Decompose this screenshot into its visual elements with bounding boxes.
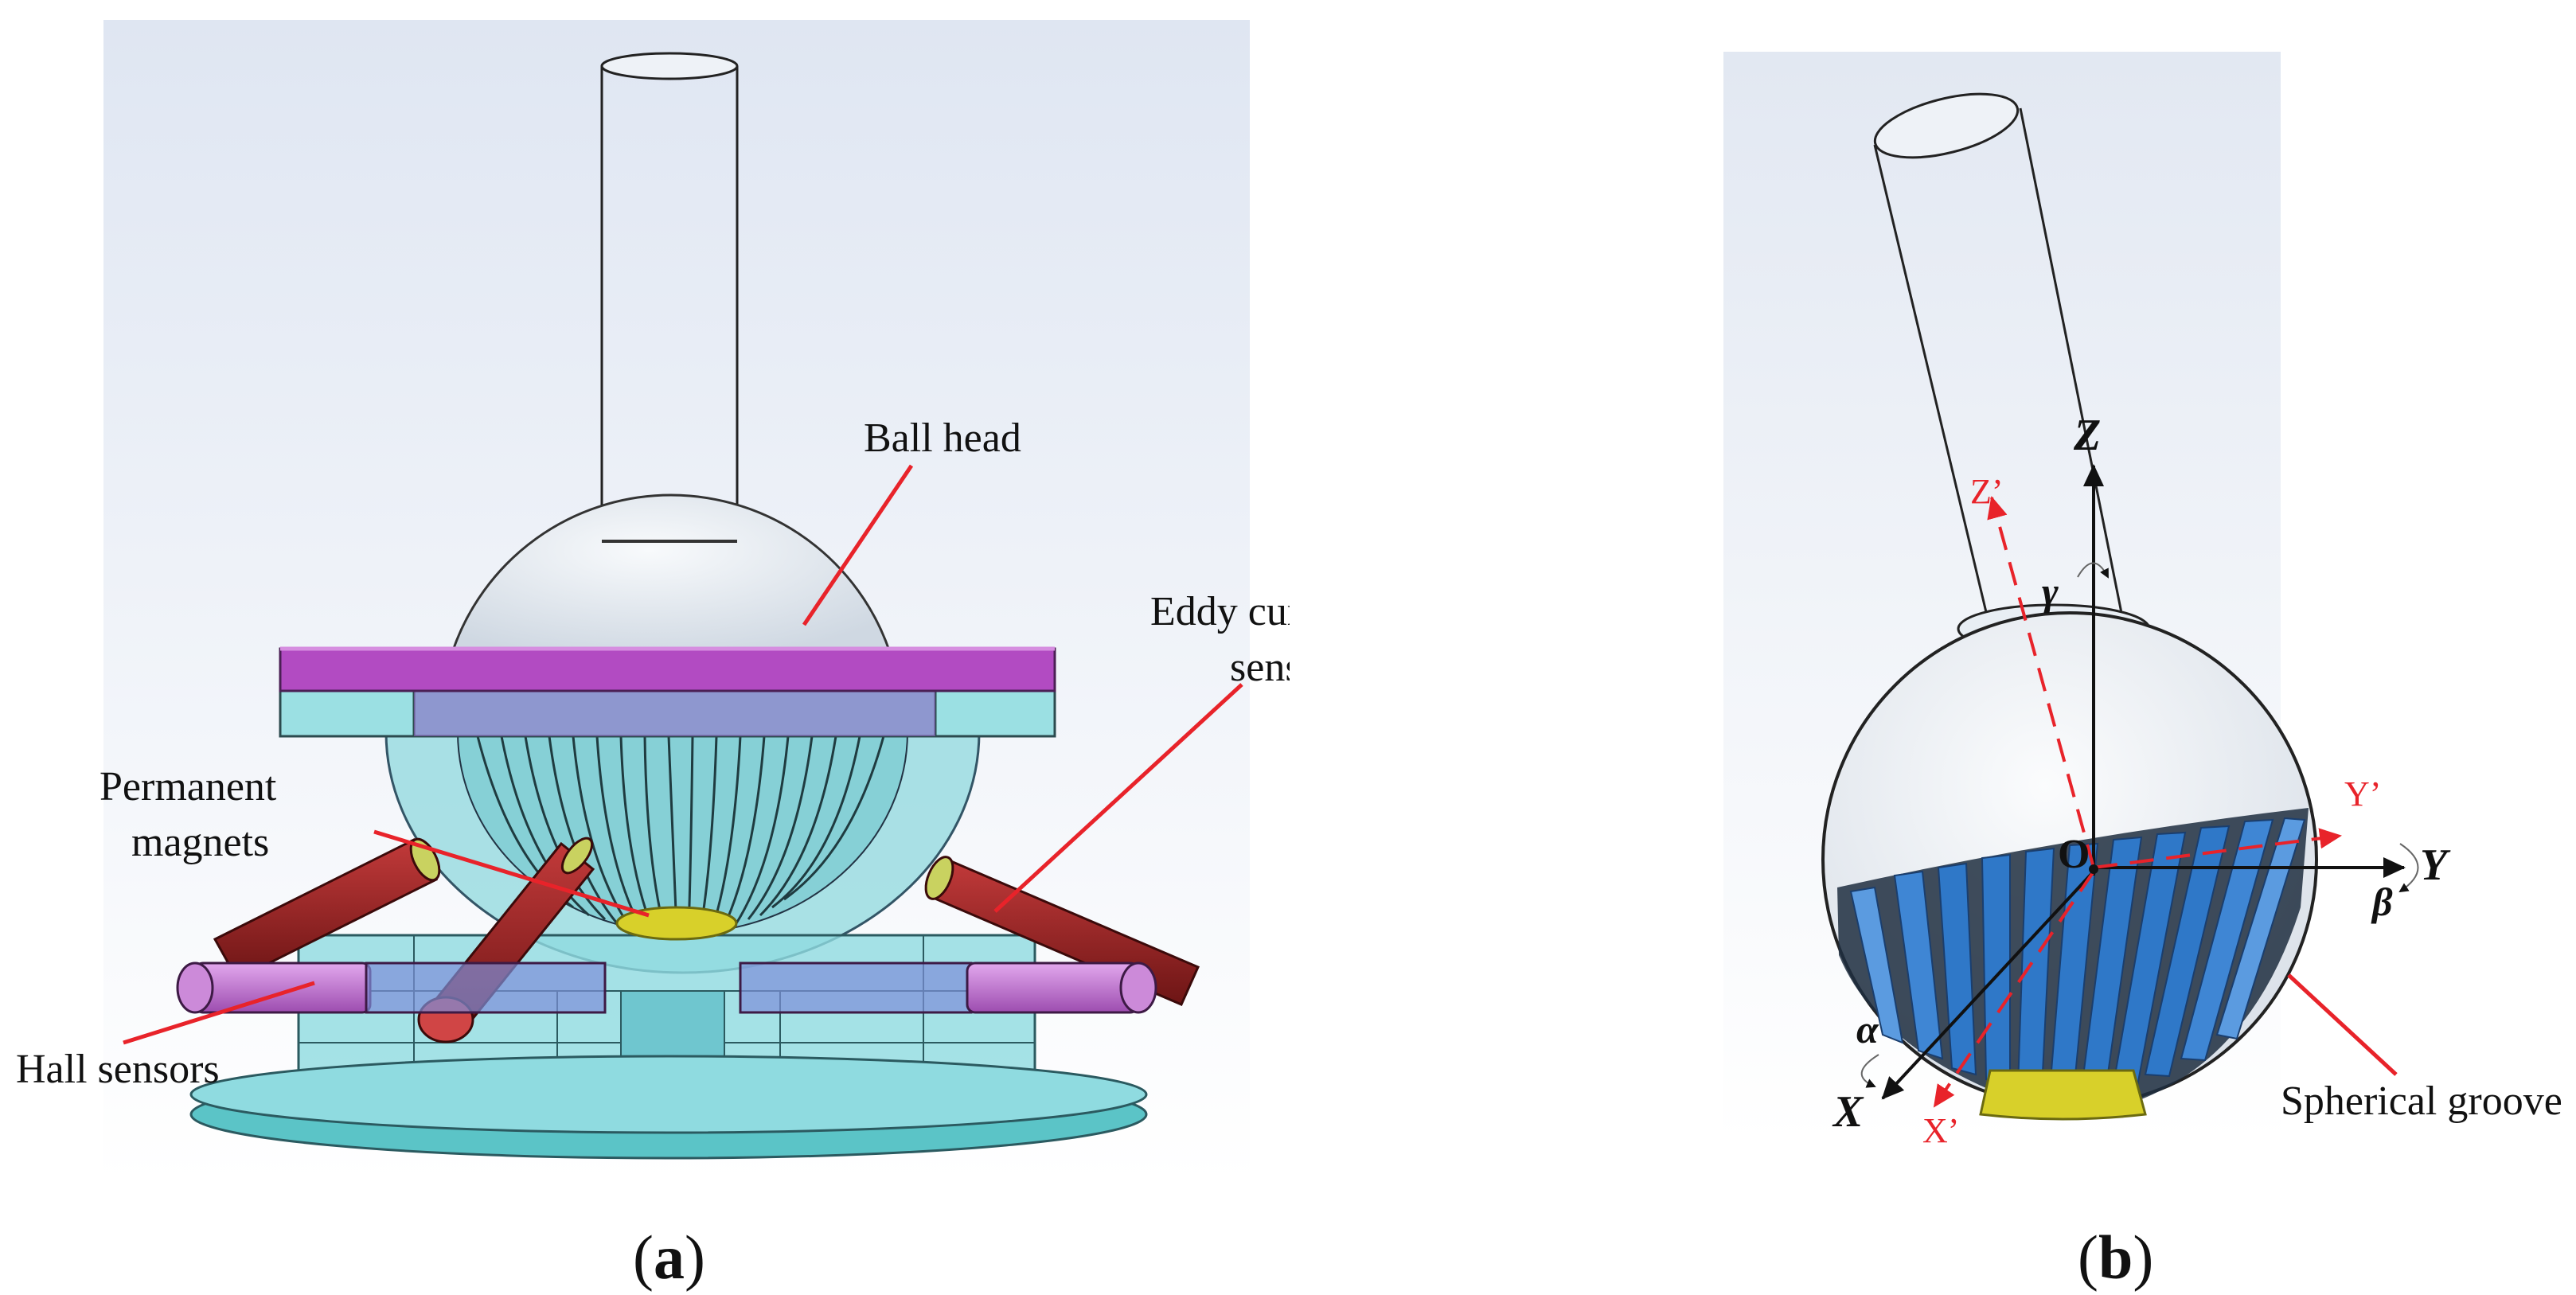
- top-plates: [279, 646, 1056, 738]
- gamma-label: γ: [2042, 569, 2059, 614]
- panel-b-illustration: Z Y X O γ β α Z’ Y’ X’ Spherical groove: [1723, 52, 2562, 1150]
- spherical-groove-fins: [1849, 817, 2306, 1094]
- base-disc: [189, 1055, 1148, 1160]
- y-axis-label: Y: [2420, 841, 2451, 890]
- alpha-arc: [1860, 1054, 1879, 1088]
- x-prime-axis: [1933, 870, 2095, 1108]
- eddy-current-label-line1: Eddy current: [1150, 589, 1290, 634]
- beta-arc: [2398, 843, 2419, 893]
- x-prime-label: X’: [1922, 1111, 1959, 1150]
- spherical-groove-label: Spherical groove: [2281, 1079, 2562, 1124]
- x-axis: [1881, 870, 2095, 1100]
- beta-label: β: [2371, 880, 2393, 924]
- gamma-arc: [2077, 562, 2109, 579]
- z-prime-label: Z’: [1970, 472, 2004, 511]
- magnet-cap: [1979, 1069, 2147, 1121]
- hall-sensor-rods: [176, 961, 1157, 1014]
- ball-head-leader: [802, 464, 914, 626]
- caption-a: (a): [633, 1223, 705, 1292]
- z-prime-axis: [1987, 496, 2095, 868]
- rotation-arcs: [1860, 562, 2419, 1088]
- hall-sensors-label: Hall sensors: [16, 1047, 220, 1092]
- black-axes: [1881, 464, 2406, 1100]
- alpha-label: α: [1856, 1007, 1879, 1051]
- permanent-magnets-label-line1: Permanent: [100, 764, 277, 809]
- panel-a-illustration: Ball head Eddy current sensors Permanent…: [16, 20, 1290, 1182]
- z-axis-label: Z: [2073, 411, 2101, 460]
- caption-b: (b): [2078, 1223, 2154, 1292]
- glass-tube: [600, 52, 739, 541]
- red-primed-axes: [1933, 496, 2342, 1108]
- hall-sensor-leader: [123, 981, 315, 1045]
- y-prime-label: Y’: [2344, 774, 2381, 813]
- panel-a-leader-lines: [123, 464, 1243, 1045]
- ball-head-sphere: [450, 493, 892, 654]
- magnets-leader: [373, 829, 650, 918]
- caption-b-letter: b: [2098, 1223, 2133, 1292]
- spherical-groove-leader: [2287, 973, 2398, 1076]
- caption-a-letter: a: [653, 1223, 685, 1292]
- eddy-current-label-line2: sensors: [1230, 645, 1290, 690]
- y-prime-axis: [2093, 828, 2342, 869]
- ball-head-label: Ball head: [864, 415, 1021, 461]
- permanent-magnets-label-line2: magnets: [131, 820, 269, 865]
- origin-point: [2089, 864, 2098, 874]
- origin-label: O: [2058, 832, 2090, 877]
- eddy-sensor-leader: [993, 683, 1243, 913]
- x-axis-label: X: [1832, 1087, 1864, 1137]
